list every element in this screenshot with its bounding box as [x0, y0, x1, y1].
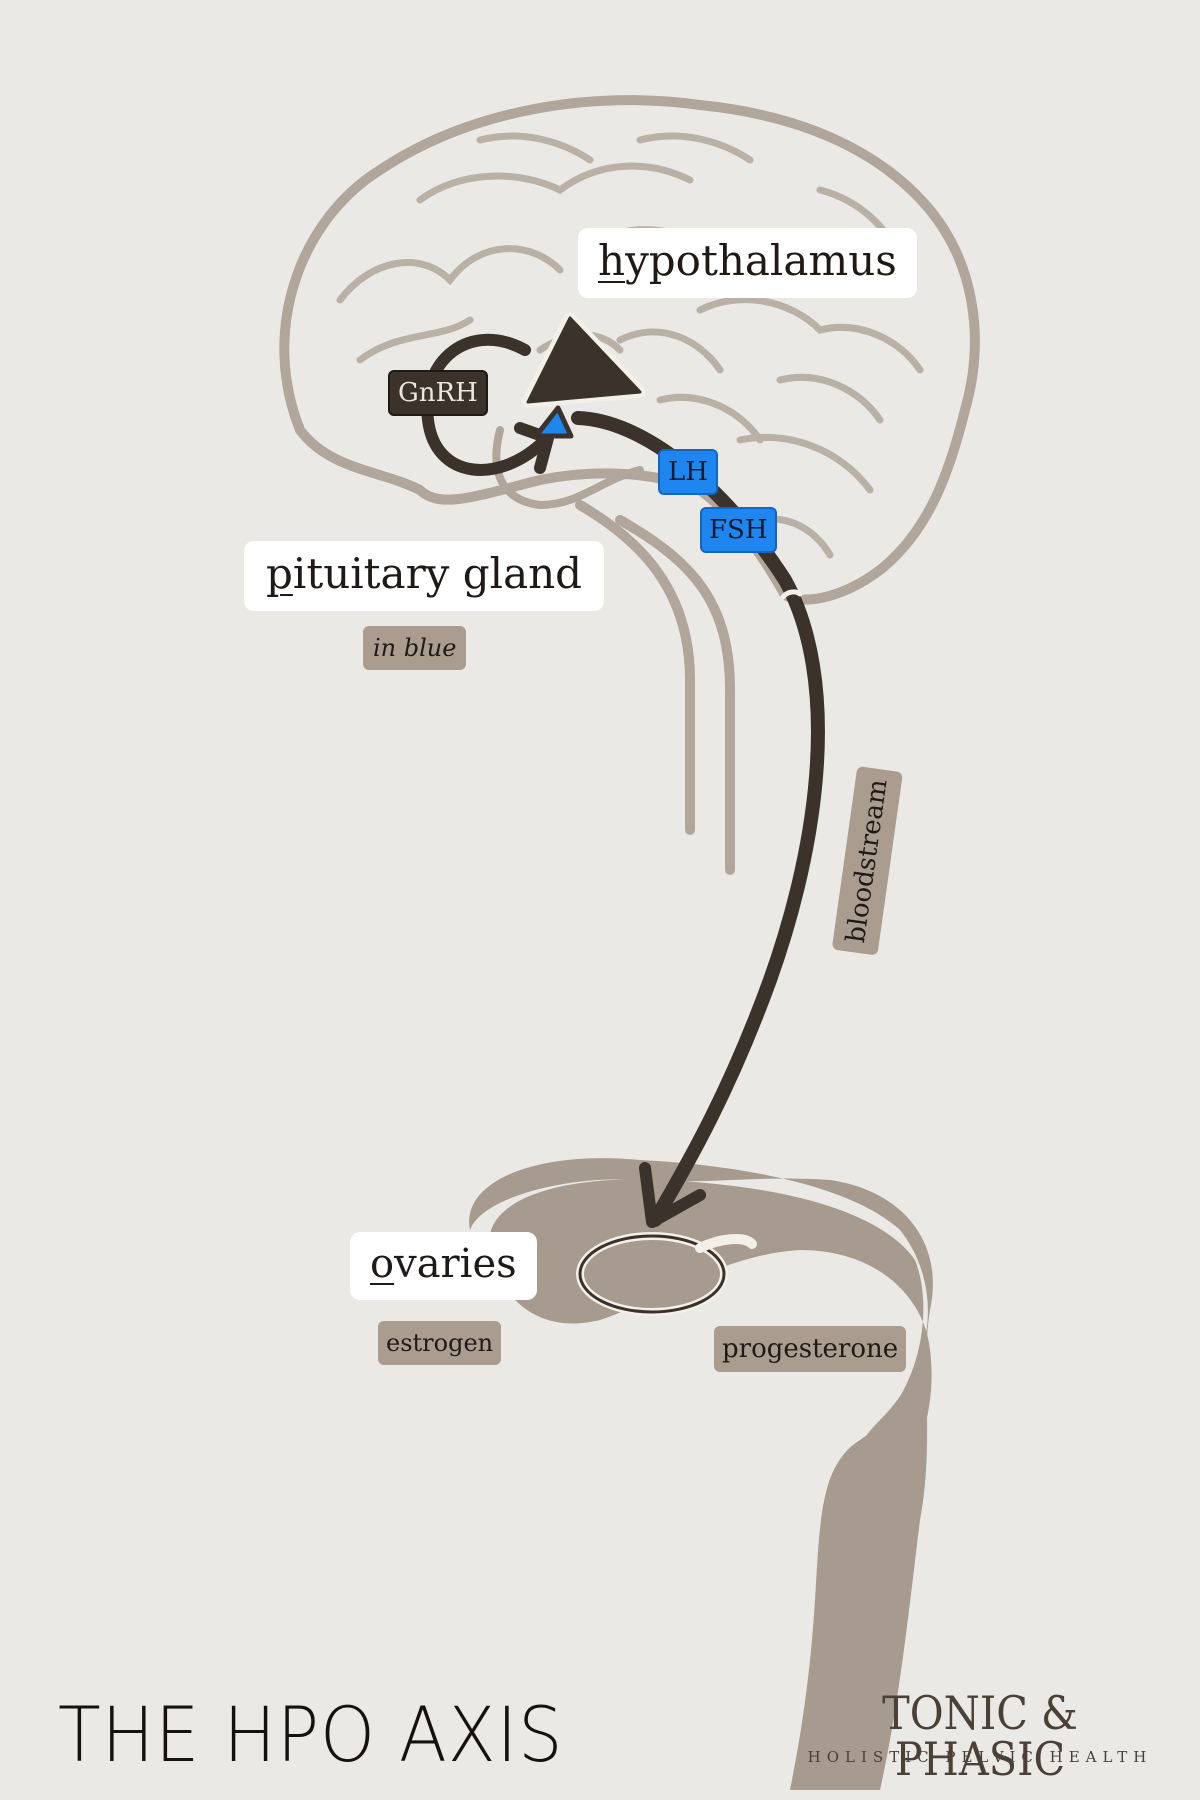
gnrh-tag: GnRH	[388, 370, 488, 416]
diagram-title: THE HPO AXIS	[58, 1690, 563, 1779]
estrogen-tag: estrogen	[378, 1321, 501, 1365]
bloodstream-arrow	[578, 418, 818, 1222]
pituitary-gland-label: pituitary gland	[244, 541, 604, 611]
pituitary-triangle	[536, 408, 571, 436]
progesterone-tag: progesterone	[714, 1326, 906, 1372]
hypothalamus-label: hypothalamus	[578, 228, 917, 298]
lh-tag: LH	[658, 449, 718, 495]
brand-tagline: HOLISTIC PELVIC HEALTH	[790, 1748, 1170, 1766]
hypothalamus-triangle	[528, 318, 640, 402]
brand-name: TONIC & PHASIC	[809, 1690, 1151, 1782]
pituitary-stalk-outline	[496, 430, 640, 505]
pituitary-color-note: in blue	[363, 626, 466, 670]
ovaries-label: ovaries	[350, 1232, 537, 1300]
fsh-tag: FSH	[700, 507, 777, 553]
